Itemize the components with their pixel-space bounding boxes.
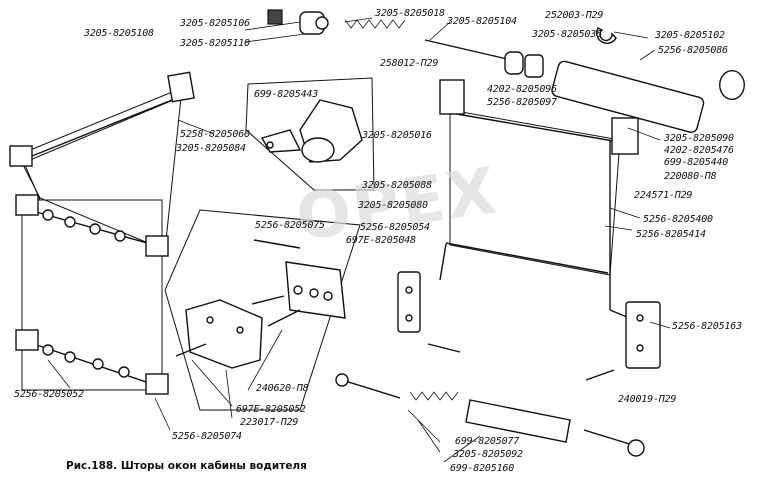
right-shade (439, 79, 639, 321)
part-label: 3205-8205088 (362, 180, 432, 191)
part-label: 699-8205443 (254, 89, 319, 100)
part-label: 5256-8205400 (643, 214, 713, 225)
part-label: 5256-8205075 (255, 220, 325, 231)
part-label: 5256-8205086 (658, 45, 728, 56)
part-label: 3205-8205108 (84, 28, 154, 39)
detail-callout-bracket (164, 77, 375, 411)
part-label: 4202-8205476 (664, 145, 734, 156)
part-label: 240620-П8 (256, 383, 309, 394)
part-label: 220080-П8 (664, 171, 717, 182)
part-label: 3205-8205106 (180, 18, 250, 29)
clamp-blocks (175, 239, 346, 369)
part-label: 3205-8205018 (375, 8, 445, 19)
part-label: 4202-8205096 (487, 84, 557, 95)
part-label: 3205-8205084 (176, 143, 246, 154)
figure-caption: Рис.188. Шторы окон кабины водителя (66, 460, 307, 472)
part-label: 5256-8205052 (14, 389, 84, 400)
part-label: 5258-8205060 (180, 129, 250, 140)
hinge-parts (397, 271, 661, 381)
part-label: 3205-8205016 (362, 130, 432, 141)
part-label: 3205-8205090 (664, 133, 734, 144)
top-roller-parts (267, 9, 745, 133)
left-upper-shade (9, 71, 195, 251)
part-label: 5256-8205054 (360, 222, 430, 233)
part-label: 3205-8205102 (655, 30, 725, 41)
part-label: 5256-8205163 (672, 321, 742, 332)
part-label: 223017-П29 (240, 417, 299, 428)
bottom-pin-assembly (335, 373, 645, 457)
bracket-699-8205443 (260, 99, 363, 163)
part-label: 699-8205440 (664, 157, 729, 168)
part-label: 699-8205077 (455, 436, 520, 447)
part-label: 3205-8205110 (180, 38, 250, 49)
part-label: 697Е-8205052 (236, 404, 306, 415)
part-label: 697Е-8205048 (346, 235, 416, 246)
part-label: 224571-П29 (634, 190, 693, 201)
part-label: 5256-8205414 (636, 229, 706, 240)
left-lower-shade (15, 194, 169, 395)
part-label: 3205-8205036 (532, 29, 602, 40)
part-label: 252003-П29 (545, 10, 604, 21)
part-label: 699-8205160 (450, 463, 515, 474)
part-label: 3205-8205104 (447, 16, 517, 27)
leader-lines (47, 17, 671, 463)
part-label: 5256-8205097 (487, 97, 557, 108)
part-label: 5256-8205074 (172, 431, 242, 442)
part-label: 258012-П29 (380, 58, 439, 69)
part-label: 240019-П29 (618, 394, 677, 405)
part-label: 3205-8205092 (453, 449, 523, 460)
part-label: 3205-8205080 (358, 200, 428, 211)
